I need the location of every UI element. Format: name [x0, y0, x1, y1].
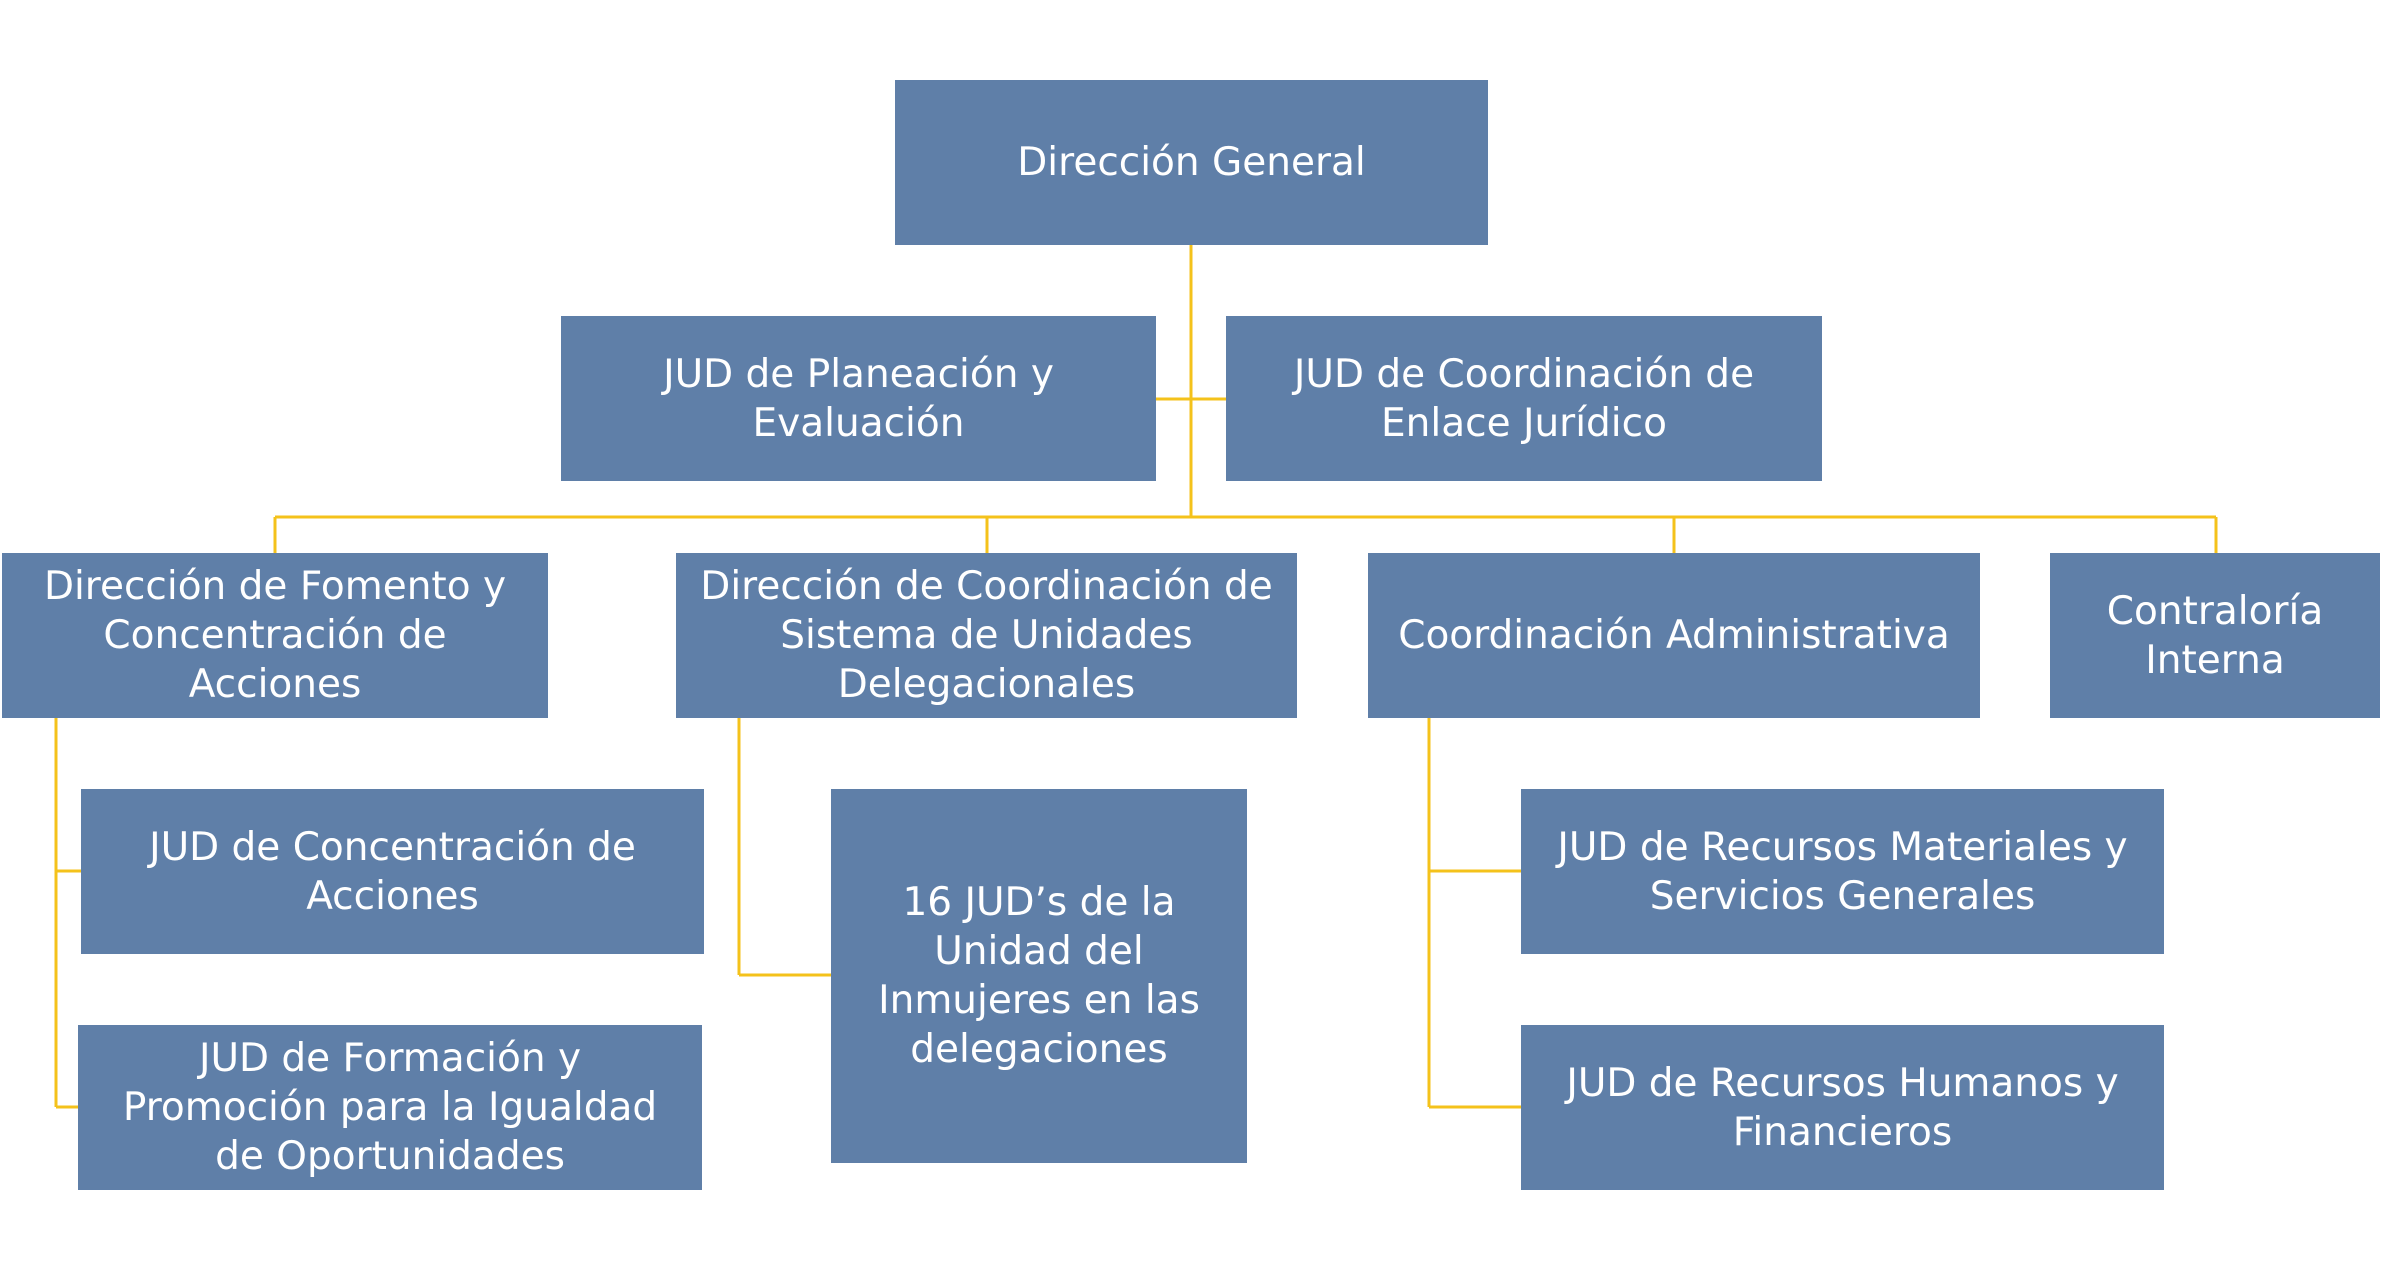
- node-label: Coordinación Administrativa: [1398, 613, 1950, 658]
- node-label: Contraloría Interna: [2106, 588, 2324, 683]
- node-label: JUD de Concentración de Acciones: [149, 824, 636, 919]
- node-label: JUD de Planeación y Evaluación: [663, 351, 1054, 446]
- node-16-juds-delegaciones: 16 JUD’s de la Unidad del Inmujeres en l…: [831, 789, 1247, 1163]
- node-direccion-general: Dirección General: [895, 80, 1488, 245]
- node-direccion-fomento: Dirección de Fomento y Concentración de …: [2, 553, 548, 718]
- node-jud-recursos-materiales: JUD de Recursos Materiales y Servicios G…: [1521, 789, 2164, 954]
- node-jud-recursos-humanos: JUD de Recursos Humanos y Financieros: [1521, 1025, 2164, 1190]
- node-label: JUD de Recursos Humanos y Financieros: [1566, 1060, 2119, 1155]
- node-coordinacion-administrativa: Coordinación Administrativa: [1368, 553, 1980, 718]
- connector-group: [54, 245, 2218, 1109]
- node-label: JUD de Formación y Promoción para la Igu…: [122, 1036, 658, 1179]
- node-label: Dirección de Fomento y Concentración de …: [43, 564, 507, 707]
- node-jud-enlace-juridico: JUD de Coordinación de Enlace Jurídico: [1226, 316, 1822, 481]
- node-label: Dirección de Coordinación de Sistema de …: [700, 564, 1273, 707]
- node-direccion-sistema-unidades: Dirección de Coordinación de Sistema de …: [676, 553, 1297, 718]
- node-contraloria-interna: Contraloría Interna: [2050, 553, 2380, 718]
- node-jud-planeacion-evaluacion: JUD de Planeación y Evaluación: [561, 316, 1156, 481]
- node-label: 16 JUD’s de la Unidad del Inmujeres en l…: [878, 880, 1200, 1072]
- node-label: JUD de Recursos Materiales y Servicios G…: [1557, 824, 2128, 919]
- node-jud-formacion-promocion: JUD de Formación y Promoción para la Igu…: [78, 1025, 702, 1190]
- node-label: Dirección General: [1017, 140, 1366, 185]
- node-jud-concentracion-acciones: JUD de Concentración de Acciones: [81, 789, 704, 954]
- node-label: JUD de Coordinación de Enlace Jurídico: [1293, 351, 1755, 446]
